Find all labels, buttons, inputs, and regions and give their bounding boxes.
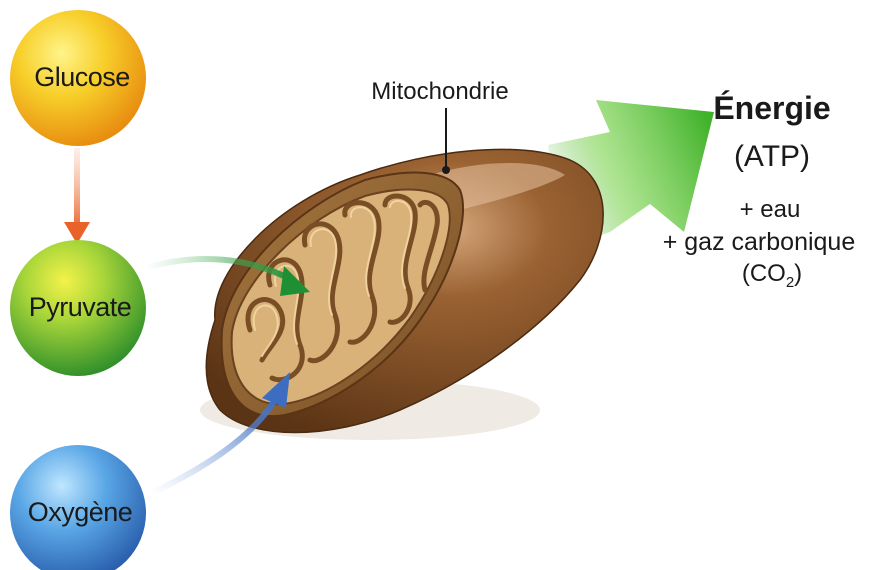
product-co2-name: + gaz carbonique: [640, 228, 878, 257]
co2-prefix: (CO: [742, 260, 786, 287]
product-water: + eau: [690, 196, 850, 224]
co2-subscript: 2: [786, 274, 794, 291]
energy-atp: (ATP): [702, 140, 842, 174]
oxygene-label: Oxygène: [0, 497, 160, 528]
co2-suffix: ): [794, 260, 802, 287]
energy-title: Énergie: [702, 90, 842, 127]
glucose-label: Glucose: [2, 62, 162, 93]
pyruvate-label: Pyruvate: [0, 292, 160, 323]
glucose-to-pyruvate-arrow: [64, 148, 90, 244]
mitochondrion: [200, 108, 603, 440]
product-co2-formula: (CO2): [722, 260, 822, 291]
mitochondrion-label: Mitochondrie: [345, 78, 535, 106]
